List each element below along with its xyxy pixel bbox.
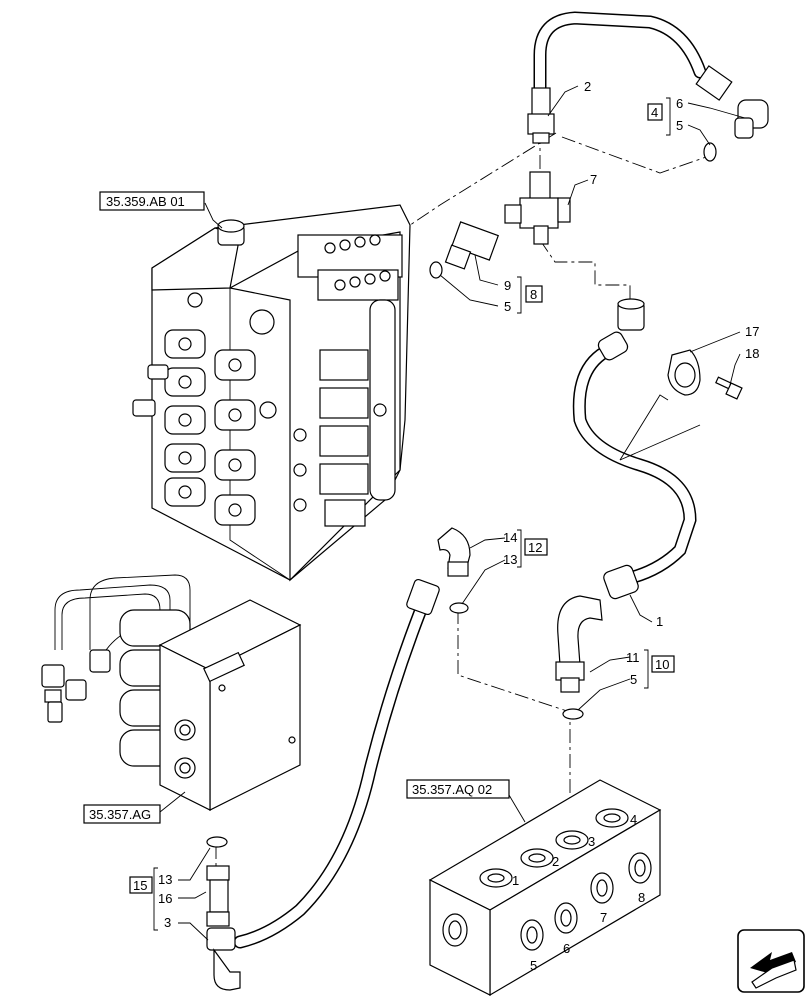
kit-box-8[interactable]: [525, 285, 543, 303]
callout-5-top: 5: [676, 118, 683, 133]
ref-label-manifold-block[interactable]: 35.357.AQ 02: [412, 782, 492, 797]
hose-lower: [233, 605, 427, 949]
valve-spool-sections: [293, 299, 396, 527]
seal-13-top: [449, 602, 469, 614]
seal-5-top: [703, 142, 717, 162]
callout-18: 18: [745, 346, 759, 361]
callout-2: 2: [584, 79, 591, 94]
reference-boxes: 35.359.AB 01 35.357.AQ 02 35.357.AG: [83, 191, 510, 824]
port-mark-4: 4: [630, 812, 637, 827]
callout-6: 6: [676, 96, 683, 111]
adapter-9: [444, 221, 500, 270]
port-mark-8: 8: [638, 890, 645, 905]
callout-3: 3: [164, 915, 171, 930]
ref-box-valve-block[interactable]: [99, 191, 205, 211]
callout-13-top: 13: [503, 552, 517, 567]
solenoid-valve-block: [41, 574, 302, 811]
kit-label-15[interactable]: 15: [133, 878, 147, 893]
ref-label-solenoid-block[interactable]: 35.357.AG: [89, 807, 151, 822]
kit-box-4[interactable]: [647, 103, 663, 121]
valve-top-fittings: [324, 234, 391, 291]
valve-side-ports: [132, 292, 277, 526]
callout-17: 17: [745, 324, 759, 339]
bolt-18: [715, 376, 743, 400]
kit-label-4[interactable]: 4: [651, 105, 658, 120]
tee-fitting-7: [504, 171, 571, 245]
callout-9: 9: [504, 278, 511, 293]
fitting-6-elbow: [695, 65, 769, 139]
callout-14: 14: [503, 530, 517, 545]
callout-13-bottom: 13: [158, 872, 172, 887]
adapter-16: [206, 865, 230, 927]
port-mark-2: 2: [552, 854, 559, 869]
callout-1: 1: [656, 614, 663, 629]
callout-16: 16: [158, 891, 172, 906]
kit-label-8[interactable]: 8: [530, 287, 537, 302]
elbow-11: [555, 595, 603, 693]
fitting-1-nut: [603, 564, 639, 600]
kit-label-12[interactable]: 12: [528, 540, 542, 555]
kit-box-15[interactable]: [129, 876, 153, 894]
port-mark-1: 1: [512, 873, 519, 888]
leader-lines: [159, 85, 746, 941]
seal-5-mid: [429, 261, 443, 279]
kit-brackets: [153, 97, 671, 931]
hose-right: [572, 345, 697, 585]
callout-5-lower: 5: [630, 672, 637, 687]
kit-box-12[interactable]: [524, 538, 548, 556]
ref-box-manifold-block[interactable]: [406, 779, 510, 799]
next-page-arrow-icon[interactable]: [737, 929, 805, 993]
manifold-block: 1 2 3 4 5 6 7 8: [428, 779, 662, 997]
port-mark-6: 6: [563, 941, 570, 956]
fitting-3-elbow: [206, 927, 241, 991]
elbow-14: [437, 527, 471, 577]
manifold-port-marks: 1 2 3 4 5 6 7 8: [512, 812, 645, 973]
swivel-nut-top: [597, 298, 645, 361]
clamp-17: [667, 349, 701, 396]
seal-5-lower: [562, 708, 584, 720]
port-mark-5: 5: [530, 958, 537, 973]
callout-5-mid: 5: [504, 299, 511, 314]
callout-11: 11: [626, 650, 640, 665]
fitting-2-hose-end: [527, 87, 555, 144]
ref-label-valve-block[interactable]: 35.359.AB 01: [106, 194, 185, 209]
ref-box-solenoid-block[interactable]: [83, 804, 161, 824]
hose-end-lower: [406, 578, 440, 616]
kit-box-10[interactable]: [651, 655, 675, 673]
port-mark-3: 3: [588, 834, 595, 849]
callout-7: 7: [590, 172, 597, 187]
kit-label-10[interactable]: 10: [655, 657, 669, 672]
seal-13-bottom: [206, 836, 228, 848]
port-mark-7: 7: [600, 910, 607, 925]
kit-boxes: 4 8 10 12 15: [129, 103, 675, 894]
callout-labels: 2 6 5 7 9 5 17 18 1 11 5 14 13 13 16 3: [158, 79, 759, 930]
control-valve-block: [132, 204, 411, 582]
hose-upper: [533, 11, 707, 102]
